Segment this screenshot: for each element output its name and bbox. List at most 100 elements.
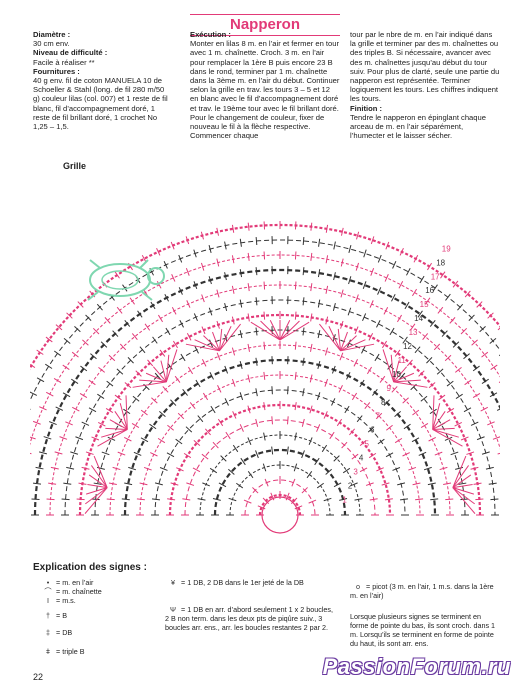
stitch-mark bbox=[356, 415, 363, 423]
stitch-mark bbox=[306, 471, 313, 479]
grille-label: Grille bbox=[63, 161, 87, 171]
fan-stitch bbox=[85, 487, 108, 505]
stitch-mark bbox=[302, 357, 305, 366]
stitch-mark bbox=[317, 360, 321, 369]
materials-column: Diamètre : 30 cm env. Niveau de difficul… bbox=[33, 30, 173, 131]
stitch-mark bbox=[454, 421, 462, 427]
stitch-mark bbox=[224, 241, 227, 250]
stitch-mark bbox=[361, 346, 366, 354]
stitch-mark bbox=[156, 247, 161, 256]
stitch-mark bbox=[437, 306, 444, 314]
fan-stitch bbox=[452, 474, 472, 489]
stitch-mark bbox=[485, 466, 494, 470]
stitch-mark bbox=[333, 482, 342, 488]
stitch-mark bbox=[445, 293, 451, 301]
fan-stitch bbox=[319, 323, 341, 352]
stitch-mark bbox=[200, 231, 204, 240]
stitch-mark bbox=[194, 346, 199, 354]
stitch-mark bbox=[197, 415, 204, 423]
stitch-mark bbox=[114, 271, 120, 279]
stitch-mark bbox=[464, 290, 471, 298]
stitch-mark bbox=[489, 338, 497, 344]
stitch-mark bbox=[257, 505, 266, 510]
stitch-mark bbox=[225, 431, 231, 440]
stitch-mark bbox=[471, 339, 478, 346]
stitch-mark bbox=[202, 392, 209, 401]
stitch-mark bbox=[46, 391, 54, 397]
stitch-mark bbox=[101, 451, 110, 456]
diameter-label: Diamètre : bbox=[33, 30, 71, 39]
stitch-mark bbox=[340, 320, 344, 329]
chart-round bbox=[154, 389, 406, 516]
stitch-mark bbox=[59, 436, 68, 440]
legend-item: o= picot (3 m. en l’air, 1 m.s. dans la … bbox=[350, 582, 494, 600]
stitch-mark bbox=[193, 313, 198, 322]
stitch-mark bbox=[351, 392, 358, 401]
stitch-mark bbox=[239, 330, 243, 339]
stitch-mark bbox=[112, 466, 121, 471]
stitch-mark bbox=[85, 451, 94, 455]
stitch-mark bbox=[402, 336, 408, 344]
stitch-mark bbox=[157, 437, 166, 444]
fan-stitch bbox=[452, 487, 475, 505]
stitch-mark bbox=[240, 457, 246, 466]
stitch-mark bbox=[460, 327, 468, 335]
stitch-mark bbox=[436, 368, 444, 375]
stitch-mark bbox=[302, 267, 305, 276]
stitch-mark bbox=[247, 374, 251, 383]
round-number: 11 bbox=[398, 356, 407, 365]
stitch-mark bbox=[91, 436, 100, 441]
stitch-mark bbox=[381, 340, 388, 349]
fan-stitch bbox=[219, 323, 241, 352]
stitch-mark bbox=[159, 467, 168, 471]
stitch-mark bbox=[340, 258, 344, 267]
stitch-mark bbox=[255, 327, 258, 336]
stitch-mark bbox=[231, 378, 236, 387]
fan-stitch bbox=[101, 429, 128, 438]
stitch-mark bbox=[30, 436, 36, 440]
fan-stitch bbox=[432, 395, 435, 430]
legend-item: I= m.s. bbox=[47, 596, 76, 605]
stitch-mark bbox=[408, 466, 417, 471]
stitch-mark bbox=[80, 365, 88, 372]
stitch-mark bbox=[418, 451, 427, 456]
stitch-mark bbox=[348, 245, 352, 254]
stitch-mark bbox=[386, 424, 393, 431]
fan-stitch bbox=[328, 326, 342, 352]
stitch-mark bbox=[427, 482, 436, 486]
stitch-mark bbox=[166, 452, 175, 458]
stitch-mark bbox=[420, 395, 428, 402]
stitch-mark bbox=[270, 492, 275, 501]
round-number: 8 bbox=[381, 398, 386, 407]
fan-stitch bbox=[340, 331, 348, 351]
stitch-mark bbox=[398, 281, 404, 289]
stitch-mark bbox=[463, 407, 472, 413]
stitch-mark bbox=[377, 438, 385, 445]
stitch-mark bbox=[414, 346, 421, 354]
fan-stitch bbox=[452, 487, 476, 514]
stitch-mark bbox=[228, 497, 237, 502]
stitch-mark bbox=[316, 392, 321, 401]
fan-stitch bbox=[432, 403, 441, 430]
fan-stitch bbox=[393, 360, 400, 383]
legend-note: Lorsque plusieurs signes se terminent en… bbox=[350, 612, 496, 648]
fan-stitch bbox=[340, 343, 375, 352]
stitch-mark bbox=[331, 365, 336, 374]
stitch-mark bbox=[402, 397, 409, 404]
stitch-mark bbox=[341, 441, 348, 449]
stitch-mark bbox=[487, 312, 494, 319]
stitch-mark bbox=[428, 436, 436, 442]
stitch-mark bbox=[53, 377, 62, 383]
stitch-mark bbox=[172, 340, 179, 349]
stitch-mark bbox=[347, 307, 352, 316]
stitch-mark bbox=[151, 498, 161, 501]
stitch-mark bbox=[252, 487, 259, 494]
stitch-mark bbox=[370, 236, 375, 245]
stitch-mark bbox=[208, 276, 212, 285]
stitch-mark bbox=[72, 406, 80, 412]
fan-stitch bbox=[91, 465, 108, 488]
stitch-mark bbox=[216, 289, 220, 298]
stitch-mark bbox=[239, 424, 244, 432]
stitch-mark bbox=[490, 498, 499, 501]
round-number: 10 bbox=[392, 370, 401, 379]
